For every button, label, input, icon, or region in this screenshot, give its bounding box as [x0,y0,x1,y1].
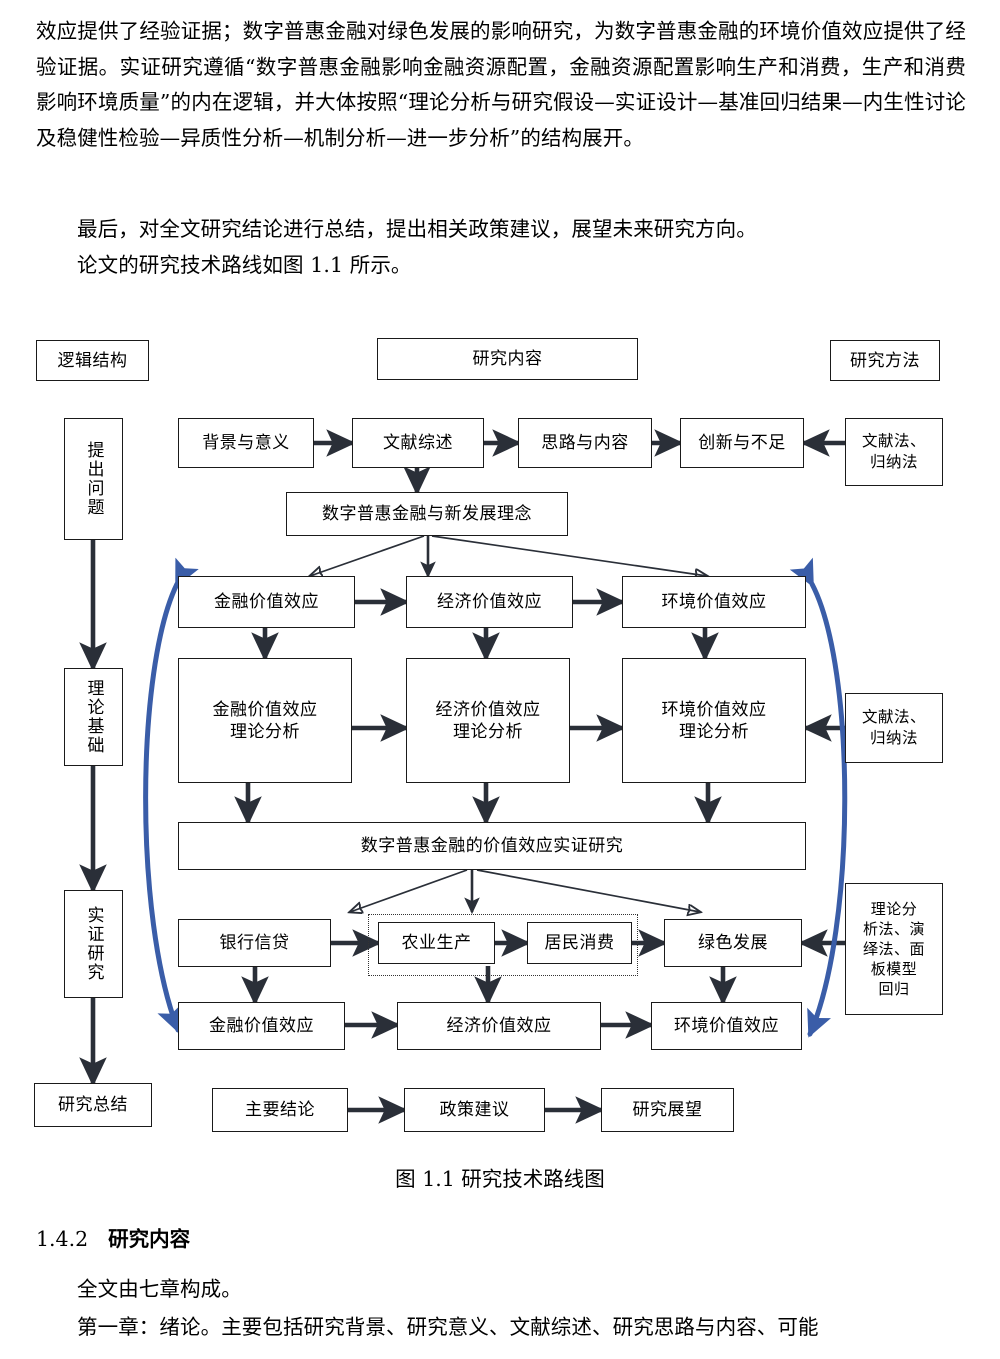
chapters-count-text: 全文由七章构成。 [77,1277,242,1301]
left-stage-raise-question: 提出问题 [64,418,123,540]
top-row-approach-content: 思路与内容 [518,418,652,468]
paragraph-conclusion-text: 最后，对全文研究结论进行总结，提出相关政策建议，展望未来研究方向。 [77,217,757,241]
header-box-research-method: 研究方法 [830,340,940,381]
method-box-literature-induction-top: 文献法、 归纳法 [845,418,943,486]
conclusion-box-research-prospect: 研究展望 [601,1088,734,1132]
theory-env-line1: 环境价值效应 [661,699,767,720]
conclusion-box-main-conclusions: 主要结论 [212,1088,348,1132]
effect-box-economic-value: 经济价值效应 [406,576,573,628]
header-box-logic-structure: 逻辑结构 [36,340,149,381]
effect2-box-financial-value: 金融价值效应 [178,1002,345,1050]
method-bottom-line4: 板模型 [870,960,918,978]
top-row-literature-review: 文献综述 [352,418,484,468]
theory-eco-line2: 理论分析 [453,721,523,742]
theory-eco-line1: 经济价值效应 [435,699,541,720]
paragraph-chapter-one: 第一章：绪论。主要包括研究背景、研究意义、文献综述、研究思路与内容、可能 [36,1310,966,1346]
section-title: 研究内容 [108,1227,191,1251]
method-bottom-line2: 析法、演 [862,920,925,938]
theory-box-economic-value-analysis: 经济价值效应 理论分析 [406,658,570,783]
section-heading: 1.4.2 研究内容 [36,1222,190,1252]
concept-box-dif-and-new-development: 数字普惠金融与新发展理念 [286,492,568,536]
paragraph-top: 效应提供了经验证据；数字普惠金融对绿色发展的影响研究，为数字普惠金融的环境价值效… [36,19,966,150]
method-top-line2: 归纳法 [869,453,918,471]
method-bottom-line3: 绎法、面 [862,940,925,958]
method-mid-line2: 归纳法 [869,729,918,747]
paragraph-figure-reference: 论文的研究技术路线如图 1.1 所示。 [36,248,966,284]
theory-box-financial-value-analysis: 金融价值效应 理论分析 [178,658,352,783]
research-roadmap-figure: 逻辑结构 研究内容 研究方法 提出问题 理论基础 实证研究 研究总结 背景与意义… [0,318,1000,1158]
section-number: 1.4.2 [36,1227,89,1251]
method-bottom-line1: 理论分 [870,900,918,918]
method-top-line1: 文献法、 [861,432,926,450]
figure-reference-text: 论文的研究技术路线如图 1.1 所示。 [77,253,412,277]
method-mid-line1: 文献法、 [861,708,926,726]
mechanism-box-agricultural-production: 农业生产 [378,922,495,964]
effect-box-financial-value: 金融价值效应 [178,576,355,628]
paragraph-chapters-count: 全文由七章构成。 [36,1272,966,1308]
conclusion-box-policy-suggestions: 政策建议 [404,1088,545,1132]
empirical-study-box: 数字普惠金融的价值效应实证研究 [178,822,806,870]
effect-box-environmental-value: 环境价值效应 [622,576,806,628]
top-row-background-significance: 背景与意义 [178,418,314,468]
mechanism-box-bank-credit: 银行信贷 [178,919,331,967]
figure-caption: 图 1.1 研究技术路线图 [395,1167,605,1191]
left-stage-research-summary: 研究总结 [34,1083,152,1127]
left-stage-theory-foundation: 理论基础 [64,668,123,766]
theory-fin-line1: 金融价值效应 [212,699,318,720]
left-stage-empirical-research: 实证研究 [64,890,123,998]
paragraph-conclusion-intro: 最后，对全文研究结论进行总结，提出相关政策建议，展望未来研究方向。 [36,212,966,248]
theory-fin-line2: 理论分析 [230,721,300,742]
effect2-box-economic-value: 经济价值效应 [397,1002,601,1050]
method-box-literature-induction-mid: 文献法、 归纳法 [845,693,943,763]
top-row-innovation-shortcomings: 创新与不足 [680,418,804,468]
theory-box-environmental-value-analysis: 环境价值效应 理论分析 [622,658,806,783]
header-box-research-content: 研究内容 [377,338,638,380]
method-box-theory-deduction-panel: 理论分 析法、演 绎法、面 板模型 回归 [845,883,943,1015]
mechanism-box-resident-consumption: 居民消费 [527,922,632,964]
theory-env-line2: 理论分析 [679,721,749,742]
mechanism-box-green-development: 绿色发展 [664,919,802,967]
chapter-one-text: 第一章：绪论。主要包括研究背景、研究意义、文献综述、研究思路与内容、可能 [77,1315,819,1339]
effect2-box-environmental-value: 环境价值效应 [651,1002,802,1050]
figure-connectors [79,429,848,1124]
method-bottom-line5: 回归 [878,980,910,998]
